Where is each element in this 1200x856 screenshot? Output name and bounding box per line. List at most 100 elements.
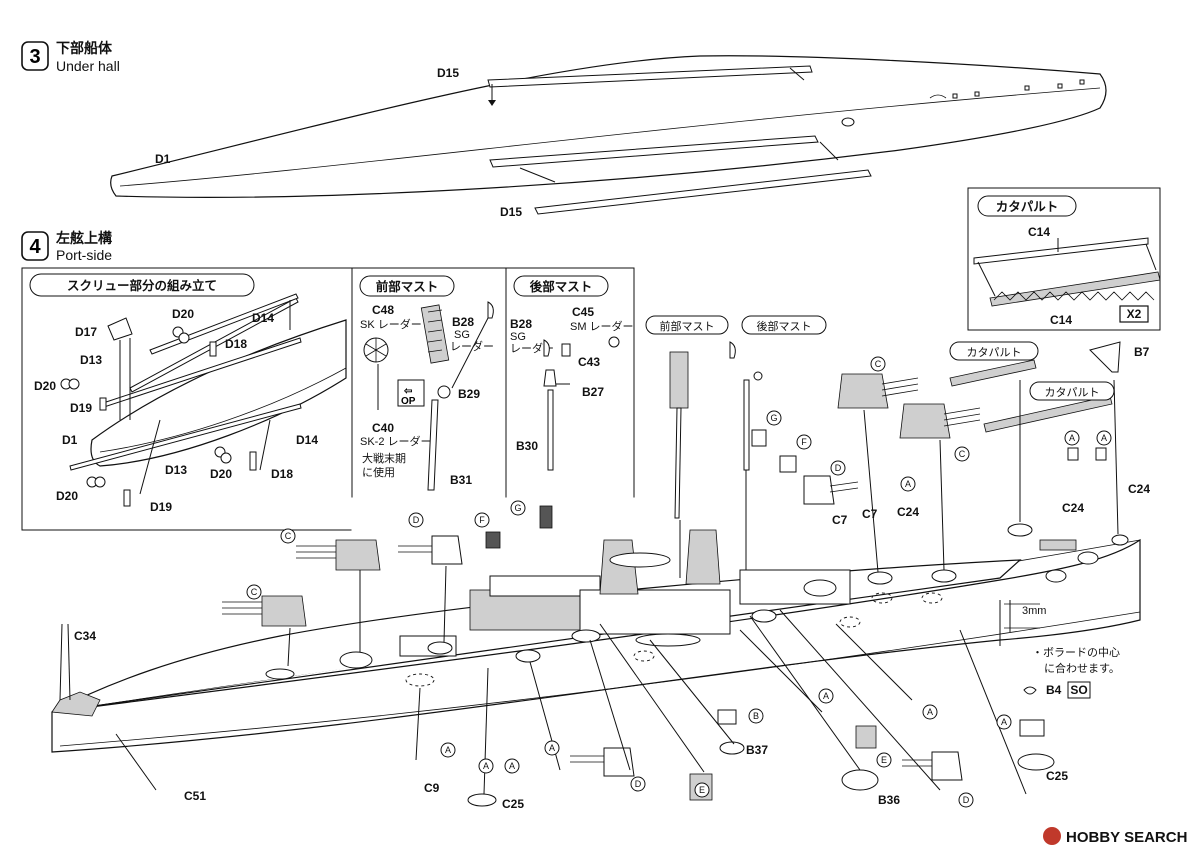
- catapult-qty-box: [1119, 305, 1149, 323]
- boat: [635, 633, 701, 647]
- label-b30: B30: [516, 439, 538, 453]
- label-d13-b: D13: [165, 463, 187, 477]
- catapult-qty: X2: [1127, 307, 1142, 321]
- callout-g-2: G: [766, 410, 782, 426]
- op-arrow-icon: ⇦: [403, 386, 413, 397]
- label-main-fore-mast: 前部マスト: [660, 319, 715, 333]
- label-sk-radar: SK レーダー: [360, 317, 422, 331]
- hull-small-holes: [952, 79, 1085, 99]
- label-c9: C9: [424, 781, 440, 795]
- label-bollard-1: ・ボラードの中心: [1032, 646, 1120, 659]
- callout-d-2: D: [830, 460, 846, 476]
- lower-hull-shape: [110, 55, 1107, 198]
- label-main-catapult-1: カタパルト: [967, 346, 1022, 359]
- superstructure-mid: [579, 589, 731, 635]
- aa-guns: [467, 429, 1107, 807]
- svg-text:A: A: [1001, 717, 1007, 727]
- label-sm-radar: SM レーダー: [570, 319, 634, 333]
- label-c25-a: C25: [502, 797, 524, 811]
- svg-text:C: C: [251, 587, 258, 597]
- struts: [99, 341, 257, 507]
- step3-header: 3 下部船体 Under hall: [21, 40, 120, 74]
- label-d1-stern: D1: [62, 433, 78, 447]
- stern-hull: [90, 319, 347, 467]
- label-c51: C51: [184, 789, 206, 803]
- fore-mast-pole-b31: [427, 399, 439, 491]
- catapult-box: カタパルト C14 C14 X2: [967, 187, 1161, 331]
- svg-text:G: G: [514, 503, 521, 513]
- callout-f-1: F: [474, 512, 490, 528]
- callout-c-1: C: [280, 528, 296, 544]
- svg-text:C: C: [285, 531, 292, 541]
- svg-text:C: C: [959, 449, 966, 459]
- turret-d-3: [603, 747, 635, 777]
- label-c24-a: C24: [1128, 482, 1150, 496]
- label-d1-hull: D1: [155, 152, 171, 166]
- label-b7: B7: [1134, 345, 1150, 359]
- svg-text:A: A: [445, 745, 451, 755]
- label-d14-b: D14: [296, 433, 318, 447]
- label-b37: B37: [746, 743, 768, 757]
- aft-mast-b27: [543, 369, 557, 387]
- hull-waterline: [119, 87, 1101, 187]
- catapult-box-title-pill: [977, 195, 1077, 217]
- hull-side: [51, 538, 1141, 753]
- label-d18-b: D18: [271, 467, 293, 481]
- label-d15-top: D15: [437, 66, 459, 80]
- hull-bump: [929, 94, 947, 99]
- turret-c-4: [899, 403, 951, 439]
- keel-d15-top: D15: [437, 65, 813, 106]
- label-c7-a: C7: [832, 513, 848, 527]
- callout-c-4: C: [954, 446, 970, 462]
- step3-number-box: [21, 41, 49, 71]
- bow-bollard: [51, 691, 101, 717]
- label-b4: B4: [1046, 683, 1062, 697]
- label-c40: C40: [372, 421, 394, 435]
- catapult-box-title: カタパルト: [996, 199, 1059, 214]
- label-c34: C34: [74, 629, 96, 643]
- callout-c-2: C: [246, 584, 262, 600]
- label-c24-c: C24: [1062, 501, 1084, 515]
- svg-text:C: C: [875, 359, 882, 369]
- callout-circles: C C C C D D D D F F G G E E B A A A A A …: [246, 356, 1112, 808]
- step4-number-box: [21, 231, 49, 261]
- bollard-b4: [1023, 686, 1037, 695]
- callout-d-1: D: [408, 512, 424, 528]
- leader-lines: [59, 379, 1119, 795]
- label-b27: B27: [582, 385, 604, 399]
- watermark-text: HOBBY SEARCH: [1066, 829, 1187, 846]
- label-b29: B29: [458, 387, 480, 401]
- callout-f-2: F: [796, 434, 812, 450]
- main-fore-mast-pole: [674, 407, 682, 519]
- label-sk2-radar: SK-2 レーダー: [360, 434, 432, 448]
- aft-mast-antenna: [543, 339, 550, 357]
- svg-text:A: A: [1069, 433, 1075, 443]
- label-d13-a: D13: [80, 353, 102, 367]
- callout-d-4: D: [958, 792, 974, 808]
- turret-d-4: [931, 751, 963, 781]
- aft-mast-pole-b30: [547, 389, 554, 471]
- lower-hull-d1: [110, 55, 1107, 198]
- label-main-catapult-2: カタパルト: [1045, 386, 1100, 399]
- op-label: OP: [401, 396, 416, 407]
- catapult-truss: [989, 271, 1161, 307]
- hobby-search-watermark: HOBBY SEARCH: [1043, 827, 1187, 846]
- fore-mast-platform: [437, 385, 451, 399]
- aft-mast-box-title: 後部マスト: [530, 279, 593, 294]
- step4-title-en: Port-side: [56, 247, 112, 263]
- label-d20-b: D20: [34, 379, 56, 393]
- funnel-aft: [685, 529, 721, 585]
- turret-c-3: [837, 373, 889, 409]
- label-c7-b: C7: [862, 507, 878, 521]
- op-marker-box: [397, 379, 425, 407]
- label-b28-aft: B28: [510, 317, 532, 331]
- svg-text:A: A: [823, 691, 829, 701]
- svg-text:F: F: [801, 437, 807, 447]
- step4-header: 4 左舷上構 Port-side: [21, 230, 112, 263]
- callout-c-3: C: [870, 356, 886, 372]
- label-3mm: 3mm: [1022, 605, 1046, 617]
- bridge: [489, 575, 601, 597]
- callout-a-4: A: [544, 740, 560, 756]
- label-note-1: 大戦末期: [362, 451, 406, 465]
